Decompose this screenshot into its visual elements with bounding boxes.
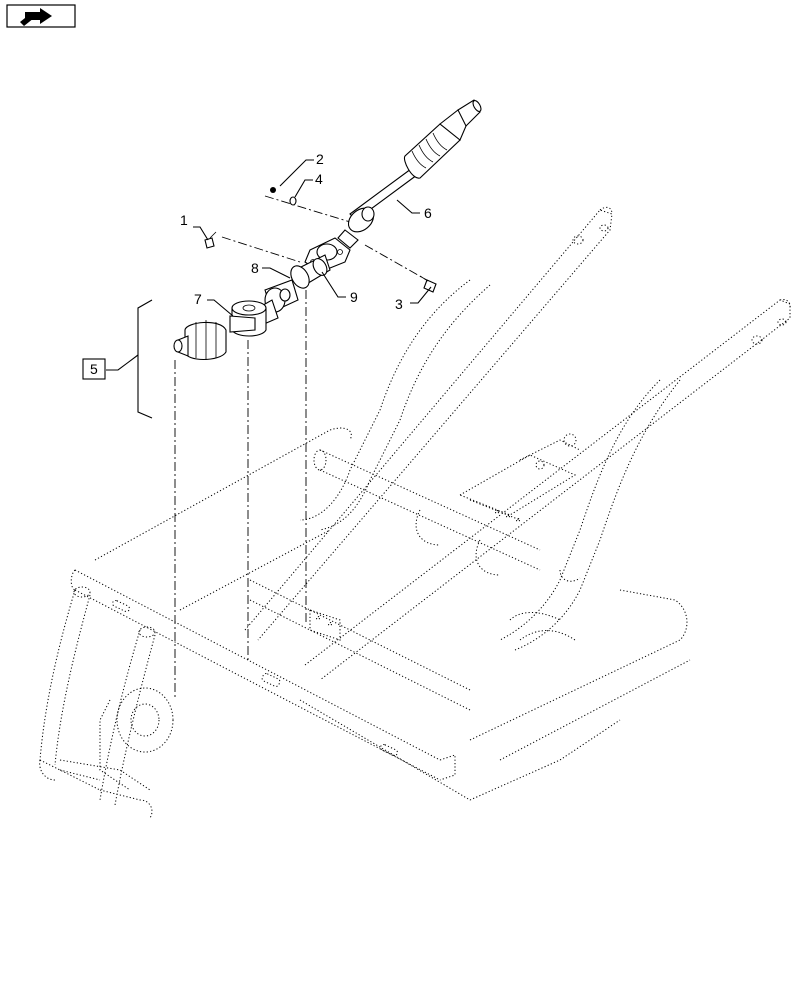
callout-8: 8 — [251, 260, 259, 276]
washer-part-4 — [289, 196, 297, 206]
nut-part-2 — [270, 187, 276, 193]
callout-5-box: 5 — [82, 358, 106, 380]
forward-arrow-icon — [20, 8, 52, 26]
lower-ujoint-part-8 — [257, 254, 331, 325]
callout-3: 3 — [395, 296, 403, 312]
callout-9: 9 — [350, 289, 358, 305]
steering-shaft-assembly — [173, 99, 482, 361]
callout-2: 2 — [316, 151, 324, 167]
callout-1: 1 — [180, 212, 188, 228]
nav-forward-button[interactable] — [6, 4, 76, 28]
callout-6: 6 — [424, 205, 432, 221]
chassis-frame — [39, 206, 791, 819]
callout-5: 5 — [90, 361, 98, 377]
bolt-part-1 — [204, 231, 217, 249]
callout-7: 7 — [194, 291, 202, 307]
leader-lines — [106, 159, 432, 419]
callout-labels: 1 2 3 4 5 6 7 8 9 — [82, 151, 432, 380]
upper-shaft-part-6 — [337, 99, 482, 249]
lower-shaft-boot — [173, 315, 256, 361]
callout-4: 4 — [315, 171, 323, 187]
bolt-part-3 — [419, 275, 437, 293]
